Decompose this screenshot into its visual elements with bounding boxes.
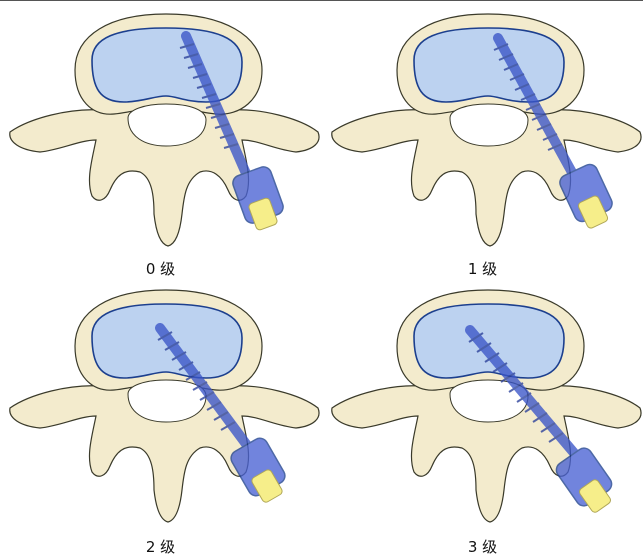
grade-2-panel: 2 级 (0, 276, 321, 552)
vertebra-with-screw-grade-1 (322, 0, 643, 276)
grade-0-panel: 0 级 (0, 0, 321, 276)
vertebra-with-screw-grade-2 (0, 276, 321, 552)
vertebra-with-screw-grade-3 (322, 276, 643, 552)
grade-label: 3 级 (322, 536, 643, 557)
grade-3-panel: 3 级 (322, 276, 643, 552)
grade-label: 2 级 (0, 536, 321, 557)
grade-1-panel: 1 级 (322, 0, 643, 276)
vertebra-with-screw-grade-0 (0, 0, 321, 276)
